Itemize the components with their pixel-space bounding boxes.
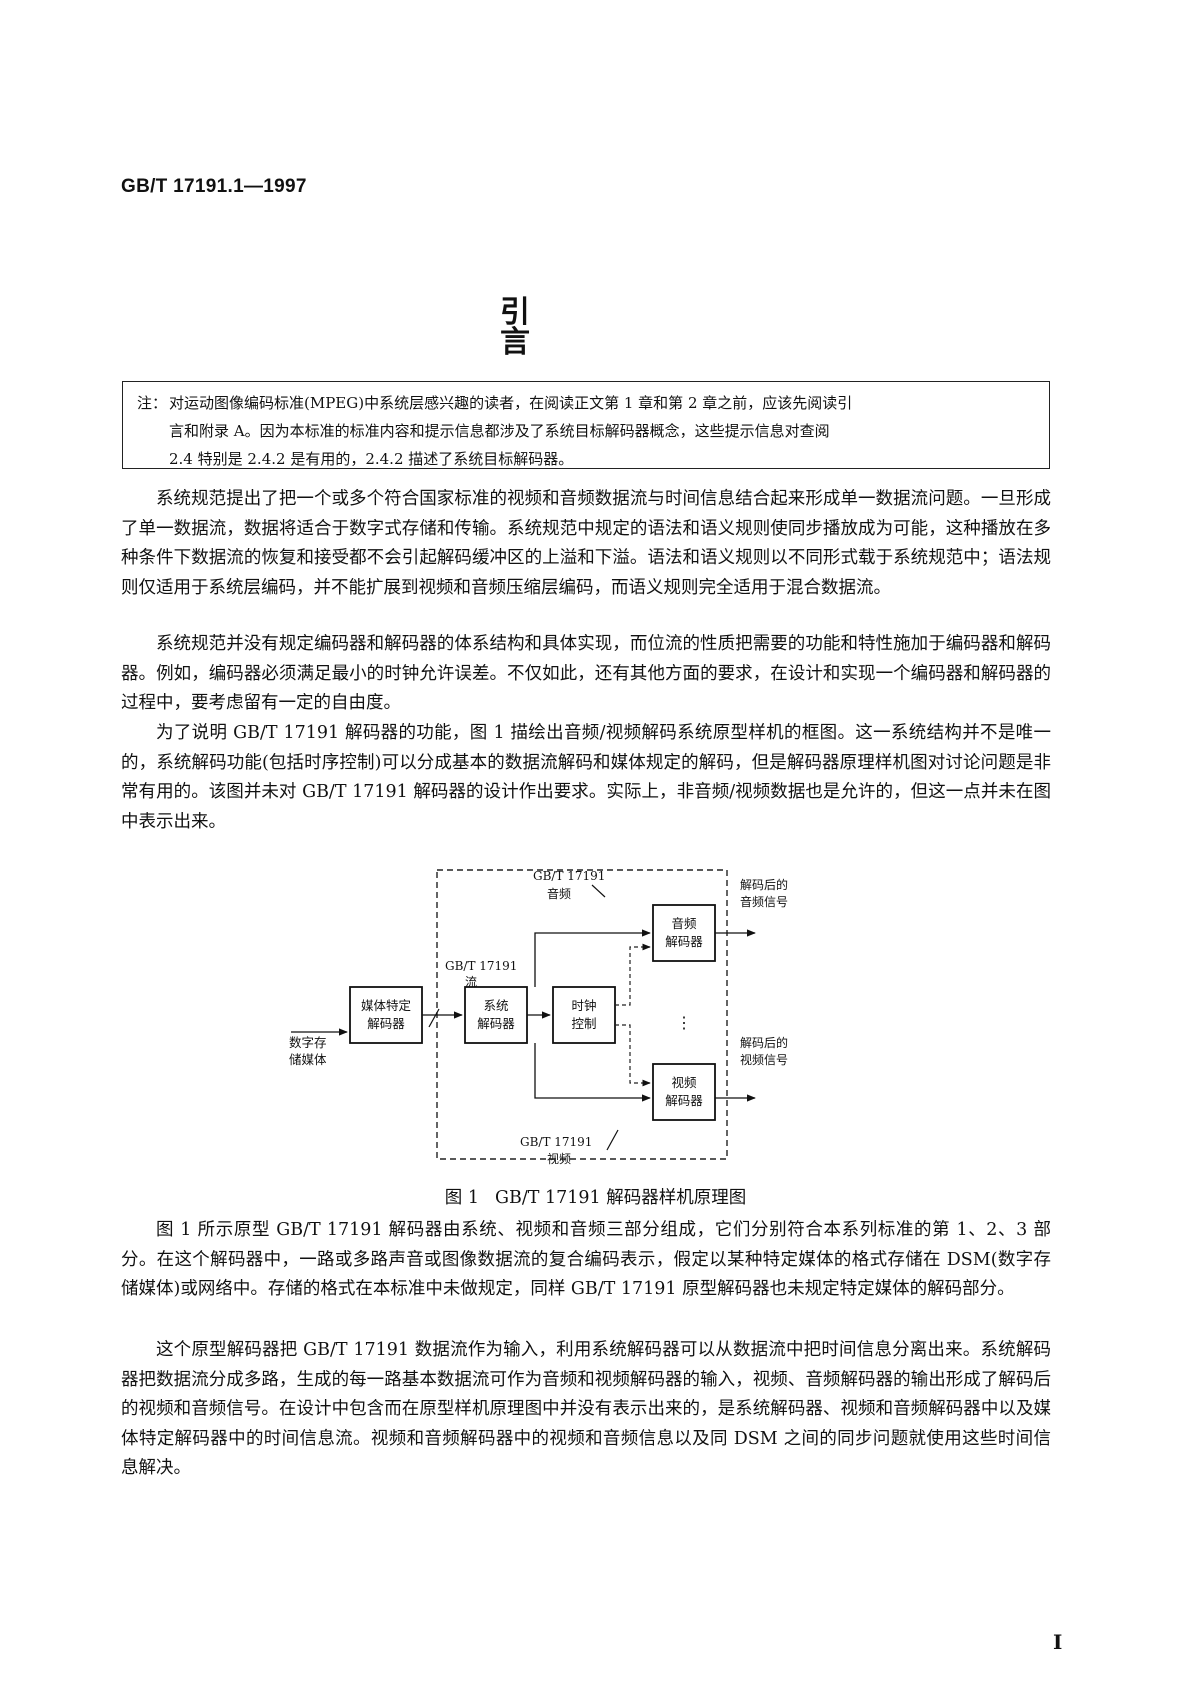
page-title: 引 言	[500, 295, 704, 360]
audio-path	[534, 929, 651, 987]
body-paragraph: 为了说明 GB/T 17191 解码器的功能，图 1 描绘出音频/视频解码系统原…	[121, 723, 1051, 832]
video-output-label: 视频信号	[740, 1052, 788, 1067]
media-decoder-label: 解码器	[367, 1016, 405, 1031]
video-decoder-label: 解码器	[665, 1093, 703, 1108]
video-tag-slash	[606, 1129, 619, 1151]
body-paragraph: 图 1 所示原型 GB/T 17191 解码器由系统、视频和音频三部分组成，它们…	[121, 1220, 1051, 1299]
video-stream-label: GB/T 17191	[520, 1135, 592, 1149]
video-decoder-label: 视频	[671, 1075, 697, 1090]
note-label: 注：	[137, 394, 168, 412]
video-decoder-box	[652, 1063, 716, 1121]
standard-number: GB/T 17191.1—1997	[121, 176, 307, 197]
video-stream-label: 视频	[547, 1151, 571, 1166]
note-line: 言和附录 A。因为本标准的标准内容和提示信息都涉及了系统目标解码器概念，这些提示…	[169, 422, 830, 440]
decoder-diagram: 数字存 储媒体 媒体特定 解码器 GB/T 17191 流 系统 解码器 时钟 …	[289, 869, 788, 1166]
stream-label: 流	[465, 975, 477, 989]
body-paragraph: 这个原型解码器把 GB/T 17191 数据流作为输入，利用系统解码器可以从数据…	[121, 1340, 1051, 1478]
video-path	[534, 1043, 651, 1102]
audio-decoder-box	[652, 904, 716, 962]
audio-decoder-label: 音频	[671, 916, 697, 931]
ellipsis-marker: ⋮	[676, 1013, 692, 1032]
clock-control-label: 控制	[571, 1016, 596, 1031]
audio-stream-label: 音频	[547, 886, 571, 901]
media-decoder-label: 媒体特定	[361, 998, 411, 1013]
storage-label: 数字存	[289, 1035, 327, 1050]
figure-caption: 图 1 GB/T 17191 解码器样机原理图	[0, 1184, 1191, 1209]
clock-audio-link	[615, 943, 651, 1006]
page-marker: I	[1053, 1630, 1063, 1654]
audio-output-label: 音频信号	[740, 894, 788, 909]
caption-text: GB/T 17191 解码器样机原理图	[495, 1188, 747, 1208]
audio-stream-label: GB/T 17191	[533, 869, 605, 883]
body-paragraph: 系统规范并没有规定编码器和解码器的体系结构和具体实现，而位流的性质把需要的功能和…	[121, 634, 1051, 713]
stream-label: GB/T 17191	[445, 959, 517, 973]
audio-output-label: 解码后的	[740, 877, 788, 892]
body-paragraph: 系统规范提出了把一个或多个符合国家标准的视频和音频数据流与时间信息结合起来形成单…	[121, 489, 1051, 598]
clock-video-link	[615, 1024, 651, 1087]
system-decoder-label: 解码器	[477, 1016, 515, 1031]
audio-tag-slash	[591, 884, 606, 898]
note-line: 对运动图像编码标准(MPEG)中系统层感兴趣的读者，在阅读正文第 1 章和第 2…	[169, 394, 853, 412]
storage-label: 储媒体	[289, 1052, 327, 1067]
audio-decoder-label: 解码器	[665, 934, 703, 949]
video-output-label: 解码后的	[740, 1035, 788, 1050]
media-decoder-box	[349, 986, 423, 1044]
note-line: 2.4 特别是 2.4.2 是有用的，2.4.2 描述了系统目标解码器。	[169, 450, 574, 468]
clock-control-label: 时钟	[571, 998, 596, 1013]
system-decoder-box	[464, 986, 528, 1044]
note-box: 注： 对运动图像编码标准(MPEG)中系统层感兴趣的读者，在阅读正文第 1 章和…	[122, 381, 1050, 469]
system-decoder-label: 系统	[483, 998, 508, 1013]
clock-control-box	[552, 986, 616, 1044]
stream-slash	[428, 1008, 440, 1028]
caption-number: 图 1	[444, 1188, 479, 1208]
